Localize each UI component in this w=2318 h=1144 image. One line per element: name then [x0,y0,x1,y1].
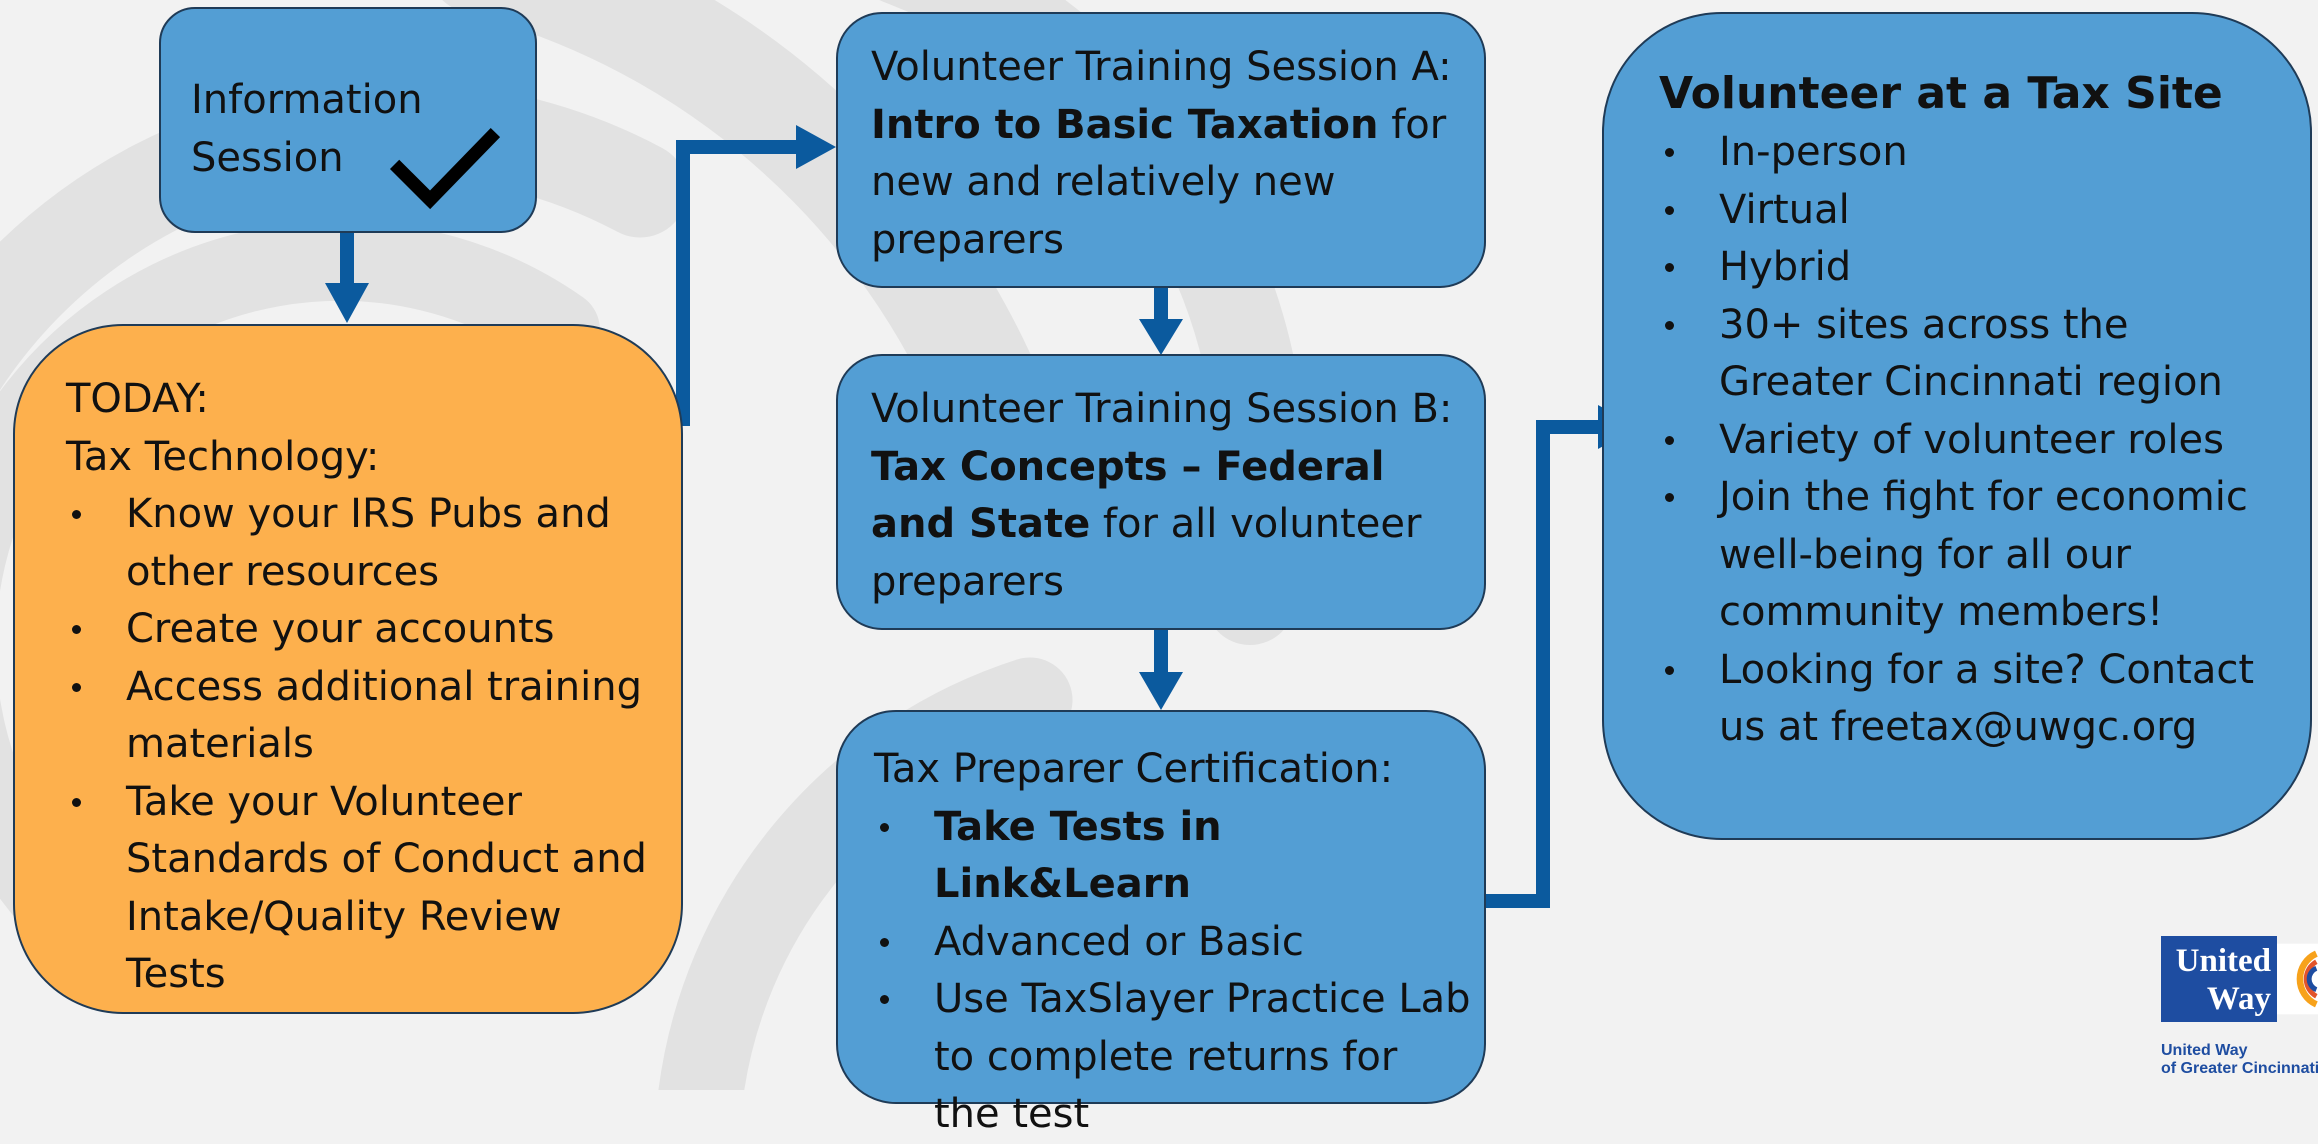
volunteer-tax-site-box: Volunteer at a Tax Site In-person Virtua… [1602,12,2312,840]
arrow-info-to-today [340,231,354,285]
rainbow-hand-icon [2277,943,2318,1015]
logo-caption-line2: of Greater Cincinnati [2161,1060,2318,1077]
list-item: Access additional training materials [66,659,646,774]
logo-word-united: United [2175,943,2271,979]
united-way-logo-block: United Way [2161,936,2277,1022]
information-session-box: Information Session [159,7,537,233]
arrow-cert-to-volunteer [1484,894,1550,908]
session-b-suffix: for all volunteer preparers [871,501,1422,605]
info-session-label-line1: Information [191,77,423,123]
info-session-label-line2: Session [191,134,344,181]
session-b-topic: Tax Concepts – Federal and State [871,443,1385,548]
today-heading: TODAY: [66,376,209,422]
list-item: Virtual [1659,182,2279,240]
list-item: Variety of volunteer roles [1659,412,2279,470]
logo-caption-line1: United Way [2161,1042,2248,1059]
today-tax-technology-box: TODAY: Tax Technology: Know your IRS Pub… [13,324,683,1014]
list-item: Create your accounts [66,601,666,659]
training-session-b-box: Volunteer Training Session B: Tax Concep… [836,354,1486,630]
arrow-b-to-cert [1154,630,1168,674]
volunteer-options-list: In-person Virtual Hybrid 30+ sites acros… [1659,124,2279,757]
volunteer-title: Volunteer at a Tax Site [1659,68,2223,119]
arrow-today-to-session-a [676,140,690,426]
list-item: Take your Volunteer Standards of Conduct… [66,774,656,1004]
today-task-list: Know your IRS Pubs and other resources C… [66,486,666,1004]
checkmark-icon [389,128,501,210]
certification-list: Take Tests in Link&Learn Advanced or Bas… [874,799,1474,1144]
training-session-a-box: Volunteer Training Session A: Intro to B… [836,12,1486,288]
list-item: Take Tests in Link&Learn [874,799,1474,914]
session-a-suffix: for new and relatively new preparers [871,101,1447,263]
session-b-prefix: Volunteer Training Session B: [871,386,1453,432]
list-item: Advanced or Basic [874,914,1474,972]
session-a-prefix: Volunteer Training Session A: [871,44,1452,90]
logo-word-way: Way [2206,981,2271,1017]
list-item: Hybrid [1659,239,2279,297]
united-way-logo: United Way United Way of Greater Cincinn… [2161,936,2318,1086]
session-a-topic: Intro to Basic Taxation [871,101,1379,148]
arrow-a-to-b [1154,287,1168,321]
list-item: Know your IRS Pubs and other resources [66,486,646,601]
list-item: Join the fight for economic well-being f… [1659,469,2259,642]
list-item: Looking for a site? Contact us at freeta… [1659,642,2259,757]
today-subheading: Tax Technology: [66,433,380,480]
list-item: 30+ sites across the Greater Cincinnati … [1659,297,2239,412]
tax-preparer-certification-box: Tax Preparer Certification: Take Tests i… [836,710,1486,1137]
certification-heading: Tax Preparer Certification: [874,746,1394,792]
list-item: In-person [1659,124,2279,182]
list-item: Use TaxSlayer Practice Lab to complete r… [874,971,1474,1144]
certification-item-bold: Take Tests in Link&Learn [934,803,1222,908]
